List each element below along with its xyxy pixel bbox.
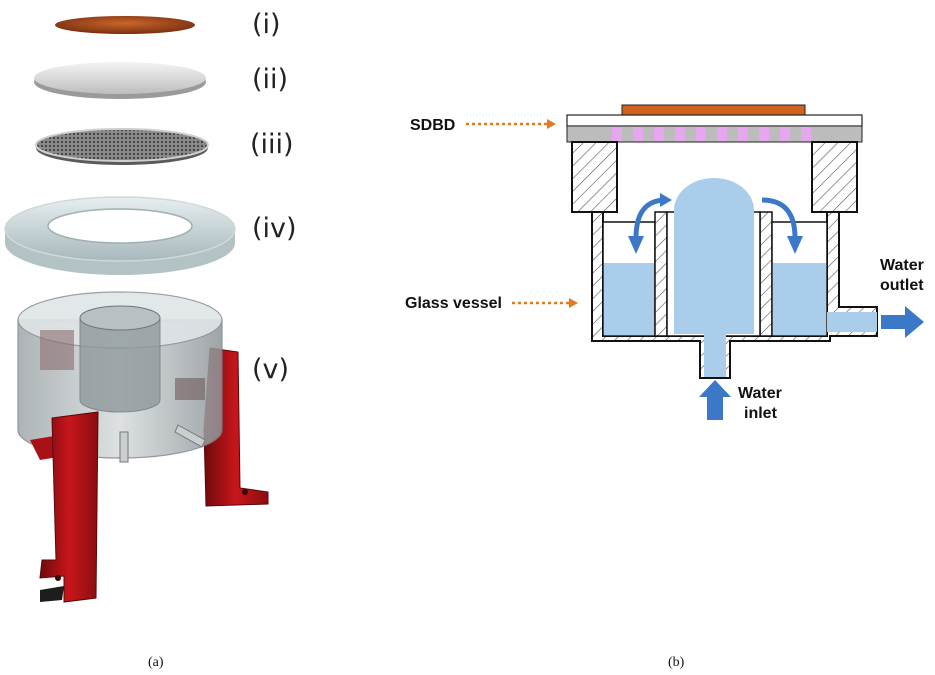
flow-arrowhead-left-top: [660, 193, 672, 207]
label-water-inlet-1: Water: [738, 385, 782, 402]
part-label-iii: (iii): [250, 129, 294, 160]
caption-b: (b): [668, 655, 685, 670]
sdbd-dielectric: [566, 114, 863, 127]
stand-leg-front: [39, 411, 99, 603]
electrode-disk: [55, 16, 195, 34]
sdbd-pointer-head: [547, 119, 556, 129]
support-block-right: [811, 141, 858, 213]
label-water-outlet-1: Water: [880, 257, 924, 274]
glass-vessel-assembly: [17, 291, 269, 603]
flow-arrow-right: [761, 197, 798, 239]
water-outlet-arrow: [881, 306, 924, 338]
glass-ring: [4, 196, 236, 275]
sdbd-electrode: [621, 104, 806, 116]
mesh-disk: [35, 128, 209, 162]
panel-a: (i) (ii) (iii) (iv) (v) (a): [4, 9, 297, 670]
label-water-outlet-2: outlet: [880, 277, 924, 294]
glass-vessel-pointer-head: [569, 298, 578, 308]
glass-vessel-section: [591, 178, 878, 379]
dielectric-disk: [34, 62, 206, 94]
part-label-iv: (iv): [252, 213, 297, 244]
label-sdbd: SDBD: [410, 117, 455, 134]
water-inlet-arrow: [699, 380, 731, 420]
caption-a: (a): [148, 655, 164, 670]
panel-b: SDBD Glass vessel Water outlet Water inl…: [405, 104, 924, 670]
label-water-inlet-2: inlet: [744, 405, 778, 422]
part-label-ii: (ii): [252, 64, 288, 95]
part-label-i: (i): [252, 9, 281, 40]
label-glass-vessel: Glass vessel: [405, 295, 502, 312]
part-label-v: (v): [252, 354, 289, 385]
flow-arrowhead-right: [787, 236, 803, 254]
support-block-left: [571, 141, 618, 213]
plasma-layer: [566, 125, 863, 143]
flow-arrowhead-left: [628, 236, 644, 254]
